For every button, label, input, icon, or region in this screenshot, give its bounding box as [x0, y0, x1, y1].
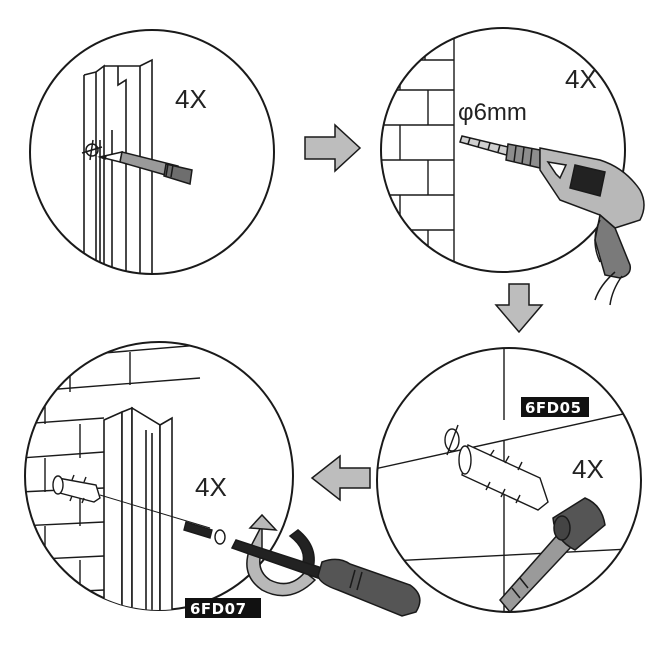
- wall-plug-icon: [458, 443, 549, 511]
- drill-size-label: φ6mm: [458, 99, 527, 126]
- step-1-quantity: 4X: [175, 84, 207, 114]
- pencil-mark-icon: [81, 139, 103, 161]
- wall-profile: [103, 406, 173, 610]
- step-2-drill-holes: φ6mm 4X: [380, 27, 645, 306]
- wall-profile: [83, 58, 153, 274]
- step-2-quantity: 4X: [565, 64, 597, 94]
- step-4-quantity: 4X: [195, 472, 227, 502]
- hole-mark-icon: [444, 424, 460, 456]
- step-1-mark-holes: 4X: [29, 29, 275, 275]
- step-4-screw-profile: 6FD07 4X: [24, 341, 421, 618]
- screwdriver-icon: [230, 539, 421, 617]
- screw-icon: [183, 521, 226, 545]
- step-3-quantity: 4X: [572, 454, 604, 484]
- hammer-icon: [499, 497, 606, 614]
- wall-plug-icon: [52, 474, 101, 504]
- drill-icon: [459, 135, 645, 306]
- rotate-arrow-icon: [246, 513, 317, 597]
- arrow-left-icon: [310, 454, 371, 502]
- step-3-insert-plugs: 6FD05 4X: [376, 347, 642, 614]
- pencil-icon: [97, 151, 193, 185]
- tile-wall: [377, 348, 641, 612]
- step-4-part-code: 6FD07: [190, 600, 247, 618]
- arrow-right-icon: [304, 123, 362, 173]
- arrow-down-icon: [494, 283, 544, 334]
- step-3-part-code: 6FD05: [525, 399, 582, 417]
